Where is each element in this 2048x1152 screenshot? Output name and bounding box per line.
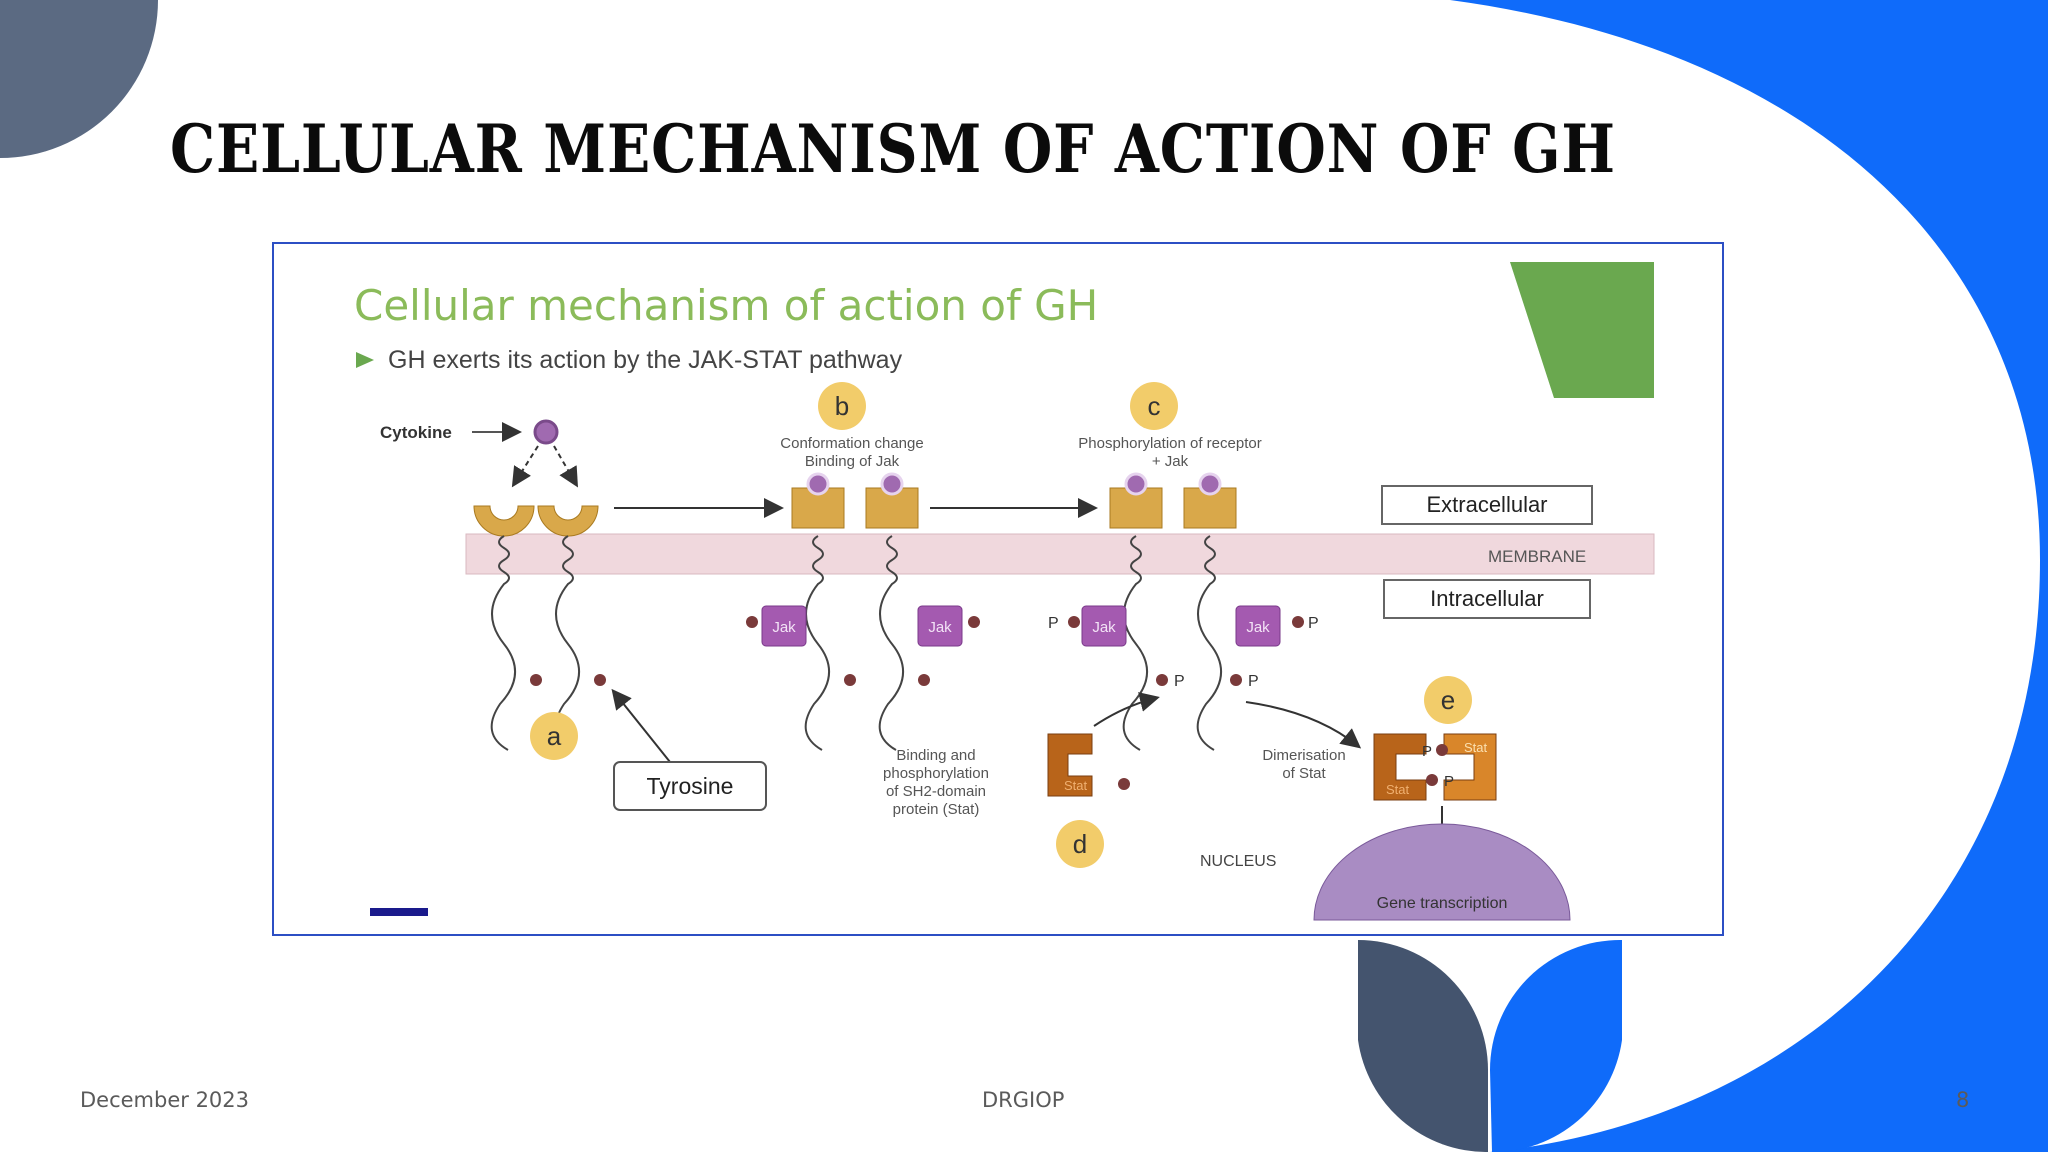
extracellular-box [1381, 485, 1593, 525]
jak-label-3: Jak [1092, 619, 1116, 636]
blue-crescent-shape [1450, 0, 2048, 1152]
receptor-pair-b [746, 472, 980, 751]
cytokine-dashed-arrow-left [511, 445, 539, 488]
blue-leaf-shape [1490, 939, 1622, 1152]
step-c-badge [1130, 382, 1178, 430]
navy-accent-bar [370, 908, 428, 916]
step-e-caption-line2: of Stat [1282, 765, 1326, 782]
stat-label-3: Stat [1386, 782, 1410, 797]
jak-box-3 [1081, 605, 1127, 647]
green-corner-decoration [1510, 262, 1654, 398]
figure-frame: Cellular mechanism of action of GH GH ex… [272, 242, 1724, 936]
p-label-4: P [1248, 673, 1259, 690]
extracellular-label: Extracellular [1426, 492, 1547, 517]
p-label-2: P [1308, 615, 1319, 632]
jak-box-2 [917, 605, 963, 647]
jak-box-4 [1235, 605, 1281, 647]
stat-phospho-dot [1118, 778, 1130, 790]
jak-label-4: Jak [1246, 619, 1270, 636]
step-c-label: c [1148, 391, 1161, 421]
step-d-caption-line4: protein (Stat) [893, 801, 980, 818]
receptor-pair-a [473, 505, 606, 751]
step-e-label: e [1441, 685, 1455, 715]
gene-transcription-label: Gene transcription [1377, 895, 1508, 912]
membrane-label: MEMBRANE [1488, 547, 1586, 566]
footer-presenter: DRGIOP [982, 1088, 1065, 1112]
nucleus-shape [1313, 823, 1571, 921]
figure-title: Cellular mechanism of action of GH [354, 281, 1098, 330]
step-d-label: d [1073, 829, 1087, 859]
step-d-caption-line1: Binding and [896, 747, 975, 764]
step-e-caption-line1: Dimerisation [1262, 747, 1345, 764]
stat-label-2: Stat [1464, 740, 1488, 755]
p-label-1: P [1048, 615, 1059, 632]
stat-dimer-shape [1373, 733, 1497, 801]
tyrosine-box [613, 761, 767, 811]
dimerisation-arrow [1245, 701, 1362, 749]
membrane-band [465, 533, 1655, 575]
jak-label-2: Jak [928, 619, 952, 636]
footer-page-number: 8 [1956, 1088, 1970, 1112]
slate-quarter-circle [0, 0, 158, 158]
jak-box-1 [761, 605, 807, 647]
cytokine-molecule-icon [533, 419, 559, 445]
p-label-3: P [1174, 673, 1185, 690]
step-d-badge [1056, 820, 1104, 868]
step-b-label: b [835, 391, 849, 421]
tyrosine-arrow [611, 688, 671, 763]
receptor-pair-c [1068, 472, 1304, 751]
tyrosine-label: Tyrosine [647, 773, 734, 799]
figure-bullet: GH exerts its action by the JAK-STAT pat… [388, 346, 903, 374]
step-d-caption-line3: of SH2-domain [886, 783, 986, 800]
slate-leaf-shape [1358, 940, 1488, 1152]
jak-stat-diagram: Cellular mechanism of action of GH GH ex… [354, 262, 1655, 921]
bullet-arrow-icon [356, 352, 374, 368]
dimer-p-label-1: P [1422, 743, 1432, 760]
cytokine-label: Cytokine [380, 423, 452, 442]
stat-label-1: Stat [1064, 778, 1088, 793]
step-b-caption-line1: Conformation change [780, 435, 923, 452]
step-b-badge [818, 382, 866, 430]
slide-title: Cellular mechanism of action of GH [170, 110, 1616, 188]
step-c-caption-line2: + Jak [1152, 453, 1189, 470]
footer-date: December 2023 [80, 1088, 250, 1112]
step-b-caption-line2: Binding of Jak [805, 453, 900, 470]
step-a-badge [530, 712, 578, 760]
cytokine-dashed-arrow-right [553, 445, 579, 488]
dimer-p-label-2: P [1444, 773, 1454, 790]
jak-label-1: Jak [772, 619, 796, 636]
step-e-badge [1424, 676, 1472, 724]
step-d-caption-line2: phosphorylation [883, 765, 989, 782]
nucleus-label: NUCLEUS [1200, 853, 1276, 870]
stat-to-receptor-arrow [1093, 692, 1160, 727]
intracellular-box [1383, 579, 1591, 619]
stat-monomer-shape [1047, 733, 1093, 797]
intracellular-label: Intracellular [1430, 586, 1544, 611]
step-c-caption-line1: Phosphorylation of receptor [1078, 435, 1261, 452]
step-a-label: a [547, 721, 562, 751]
